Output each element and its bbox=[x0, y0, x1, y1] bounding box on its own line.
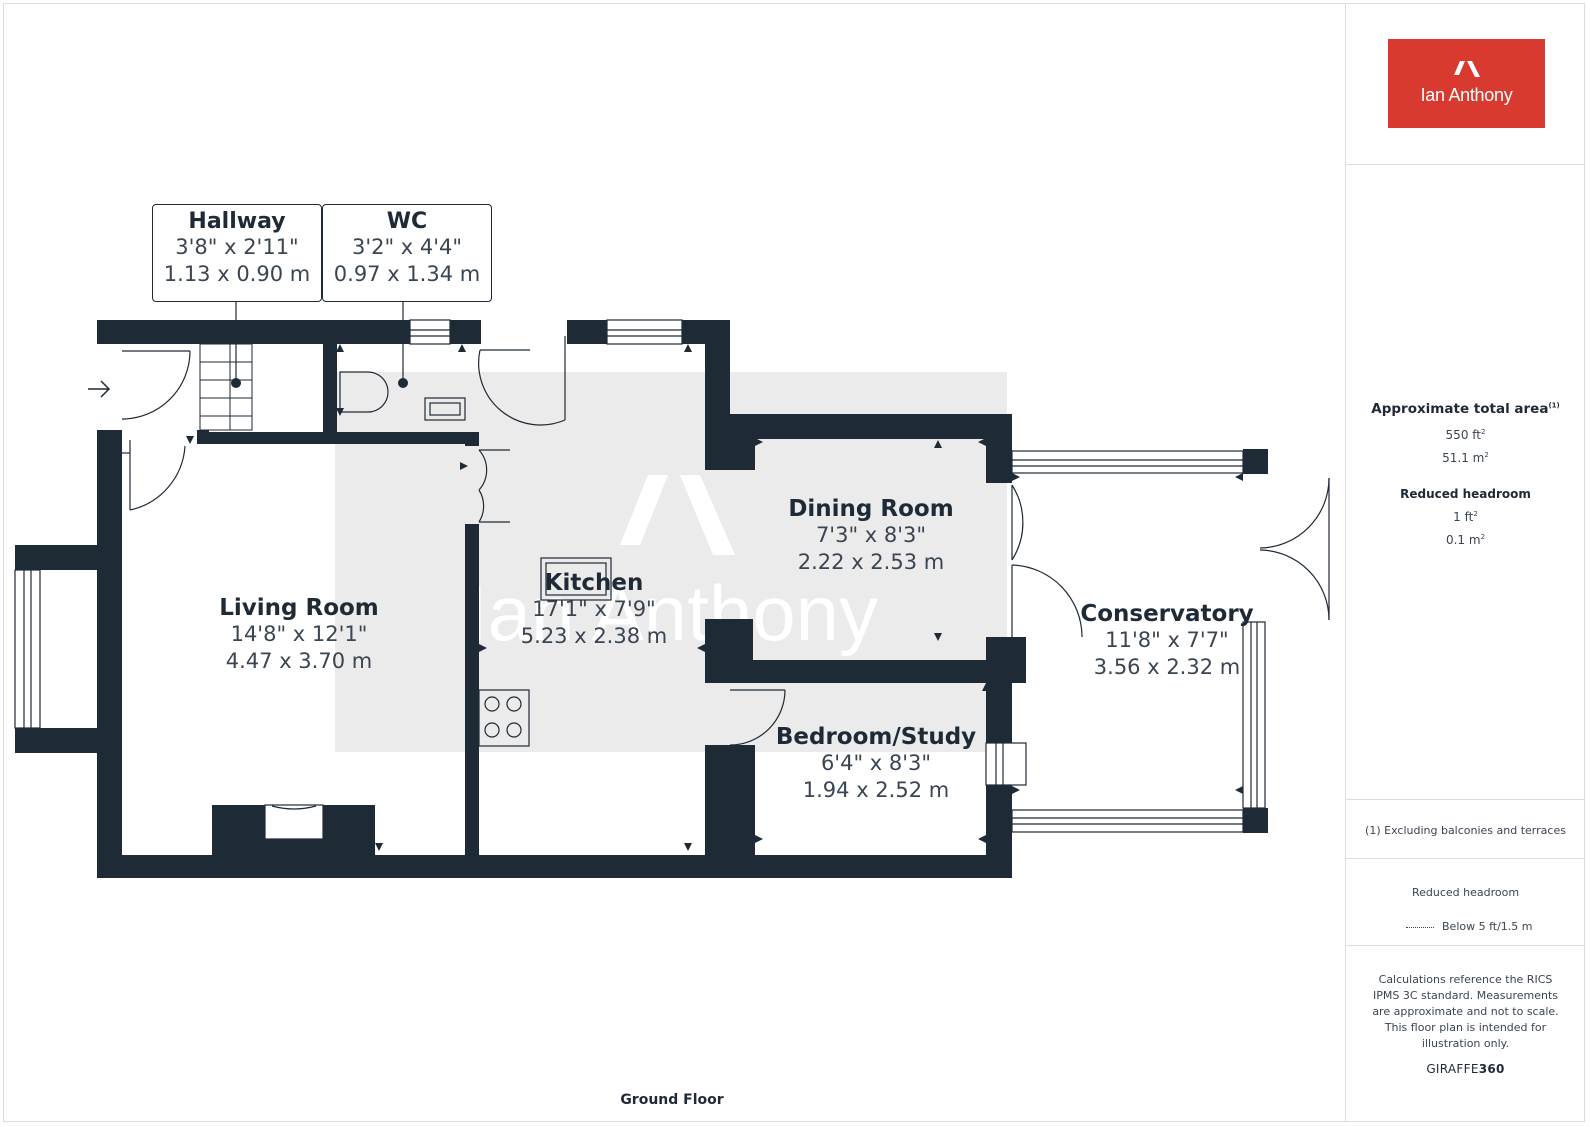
conservatory-metric: 3.56 x 2.32 m bbox=[1093, 655, 1241, 679]
reduced-headroom-ft: 1 ft2 bbox=[1453, 510, 1478, 524]
sink-icon bbox=[540, 557, 612, 601]
fireplace-icon bbox=[264, 804, 324, 840]
sidebar-divider bbox=[1346, 799, 1585, 800]
brand-logo: Ian Anthony bbox=[1388, 39, 1545, 128]
bedroom-study-label: Bedroom/Study 6'4" x 8'3" 1.94 x 2.52 m bbox=[776, 724, 976, 804]
dining-room-label: Dining Room 7'3" x 8'3" 2.22 x 2.53 m bbox=[788, 496, 953, 576]
wc-metric: 0.97 x 1.34 m bbox=[333, 262, 481, 286]
approx-area-ft: 550 ft2 bbox=[1445, 428, 1486, 442]
sidebar-divider bbox=[1346, 858, 1585, 859]
floor-plan: Ian Anthony bbox=[14, 204, 1330, 1108]
giraffe360-brand: GIRAFFE360 bbox=[1346, 1062, 1585, 1076]
hallway-marker bbox=[231, 378, 241, 388]
wc-callout: WC 3'2" x 4'4" 0.97 x 1.34 m bbox=[322, 204, 492, 302]
reduced-headroom-title: Reduced headroom bbox=[1400, 487, 1531, 501]
brand-name-b: 360 bbox=[1478, 1062, 1505, 1076]
floor-label: Ground Floor bbox=[620, 1092, 724, 1108]
conservatory-name: Conservatory bbox=[1080, 601, 1254, 627]
brand-logo-text: Ian Anthony bbox=[1420, 85, 1513, 105]
sidebar-divider bbox=[1346, 945, 1585, 946]
sidebar-divider bbox=[1346, 164, 1585, 165]
dining-room-imperial: 7'3" x 8'3" bbox=[815, 523, 927, 547]
kitchen-name: Kitchen bbox=[544, 570, 644, 596]
approx-area-m: 51.1 m2 bbox=[1442, 451, 1489, 465]
wc-name: WC bbox=[386, 209, 428, 234]
floor-plan-drawing: Ian Anthony bbox=[14, 301, 1330, 878]
stairs bbox=[199, 343, 253, 431]
conservatory-label: Conservatory 11'8" x 7'7" 3.56 x 2.32 m bbox=[1080, 601, 1253, 681]
legend-title: Reduced headroom bbox=[1411, 886, 1520, 899]
reduced-headroom-m: 0.1 m2 bbox=[1445, 533, 1486, 547]
toilet-icon bbox=[339, 371, 389, 413]
approx-area-ft-text: 550 ft bbox=[1445, 428, 1481, 442]
approx-area-m-text: 51.1 m bbox=[1442, 451, 1485, 465]
legend-row: Below 5 ft/1.5 m bbox=[1406, 920, 1533, 933]
legend-text: Below 5 ft/1.5 m bbox=[1442, 920, 1533, 933]
approx-area-title-text: Approximate total area bbox=[1371, 401, 1549, 417]
bedroom-study-name: Bedroom/Study bbox=[775, 724, 977, 750]
approx-area-footnote-mark: (1) bbox=[1548, 401, 1560, 410]
wc-imperial: 3'2" x 4'4" bbox=[351, 235, 463, 259]
hob-icon bbox=[478, 689, 530, 747]
windows bbox=[14, 319, 1266, 833]
kitchen-metric: 5.23 x 2.38 m bbox=[520, 624, 668, 648]
bedroom-study-metric: 1.94 x 2.52 m bbox=[802, 778, 950, 802]
kitchen-label: Kitchen 17'1" x 7'9" 5.23 x 2.38 m bbox=[521, 570, 667, 650]
entrance-arrow-icon bbox=[88, 380, 111, 398]
page-frame bbox=[3, 3, 1585, 1122]
living-room-name: Living Room bbox=[219, 595, 379, 621]
kitchen-imperial: 17'1" x 7'9" bbox=[532, 597, 656, 621]
dotted-line-icon bbox=[1406, 926, 1434, 928]
callout-leaders bbox=[235, 301, 404, 383]
living-room-label: Living Room 14'8" x 12'1" 4.47 x 3.70 m bbox=[219, 595, 379, 675]
basin-icon bbox=[424, 397, 466, 421]
hallway-metric: 1.13 x 0.90 m bbox=[163, 262, 311, 286]
watermark-text: Ian Anthony bbox=[466, 569, 878, 657]
hallway-name: Hallway bbox=[188, 209, 286, 234]
dimension-markers bbox=[186, 344, 1243, 851]
fixtures bbox=[122, 371, 612, 840]
brand-name-a: GIRAFFE bbox=[1426, 1062, 1479, 1076]
conservatory-imperial: 11'8" x 7'7" bbox=[1105, 628, 1229, 652]
sidebar: Ian Anthony Approximate total area(1) 55… bbox=[1345, 4, 1585, 1122]
hallway-imperial: 3'8" x 2'11" bbox=[175, 235, 299, 259]
reduced-headroom-ft-text: 1 ft bbox=[1453, 510, 1474, 524]
living-room-metric: 4.47 x 3.70 m bbox=[225, 649, 373, 673]
watermark-logo-icon bbox=[620, 475, 735, 555]
living-room-imperial: 14'8" x 12'1" bbox=[230, 622, 368, 646]
bedroom-study-imperial: 6'4" x 8'3" bbox=[820, 751, 932, 775]
dining-room-metric: 2.22 x 2.53 m bbox=[797, 550, 945, 574]
wc-marker bbox=[398, 378, 408, 388]
approx-area-title: Approximate total area(1) bbox=[1346, 401, 1585, 417]
hallway-callout: Hallway 3'8" x 2'11" 1.13 x 0.90 m bbox=[152, 204, 322, 302]
brand-logo-icon bbox=[1454, 61, 1480, 77]
doors bbox=[121, 336, 1330, 746]
area-footnote: (1) Excluding balconies and terraces bbox=[1365, 824, 1566, 837]
dining-room-name: Dining Room bbox=[788, 496, 954, 522]
disclaimer: Calculations reference the RICS IPMS 3C … bbox=[1372, 973, 1559, 1050]
reduced-headroom-m-text: 0.1 m bbox=[1445, 533, 1481, 547]
